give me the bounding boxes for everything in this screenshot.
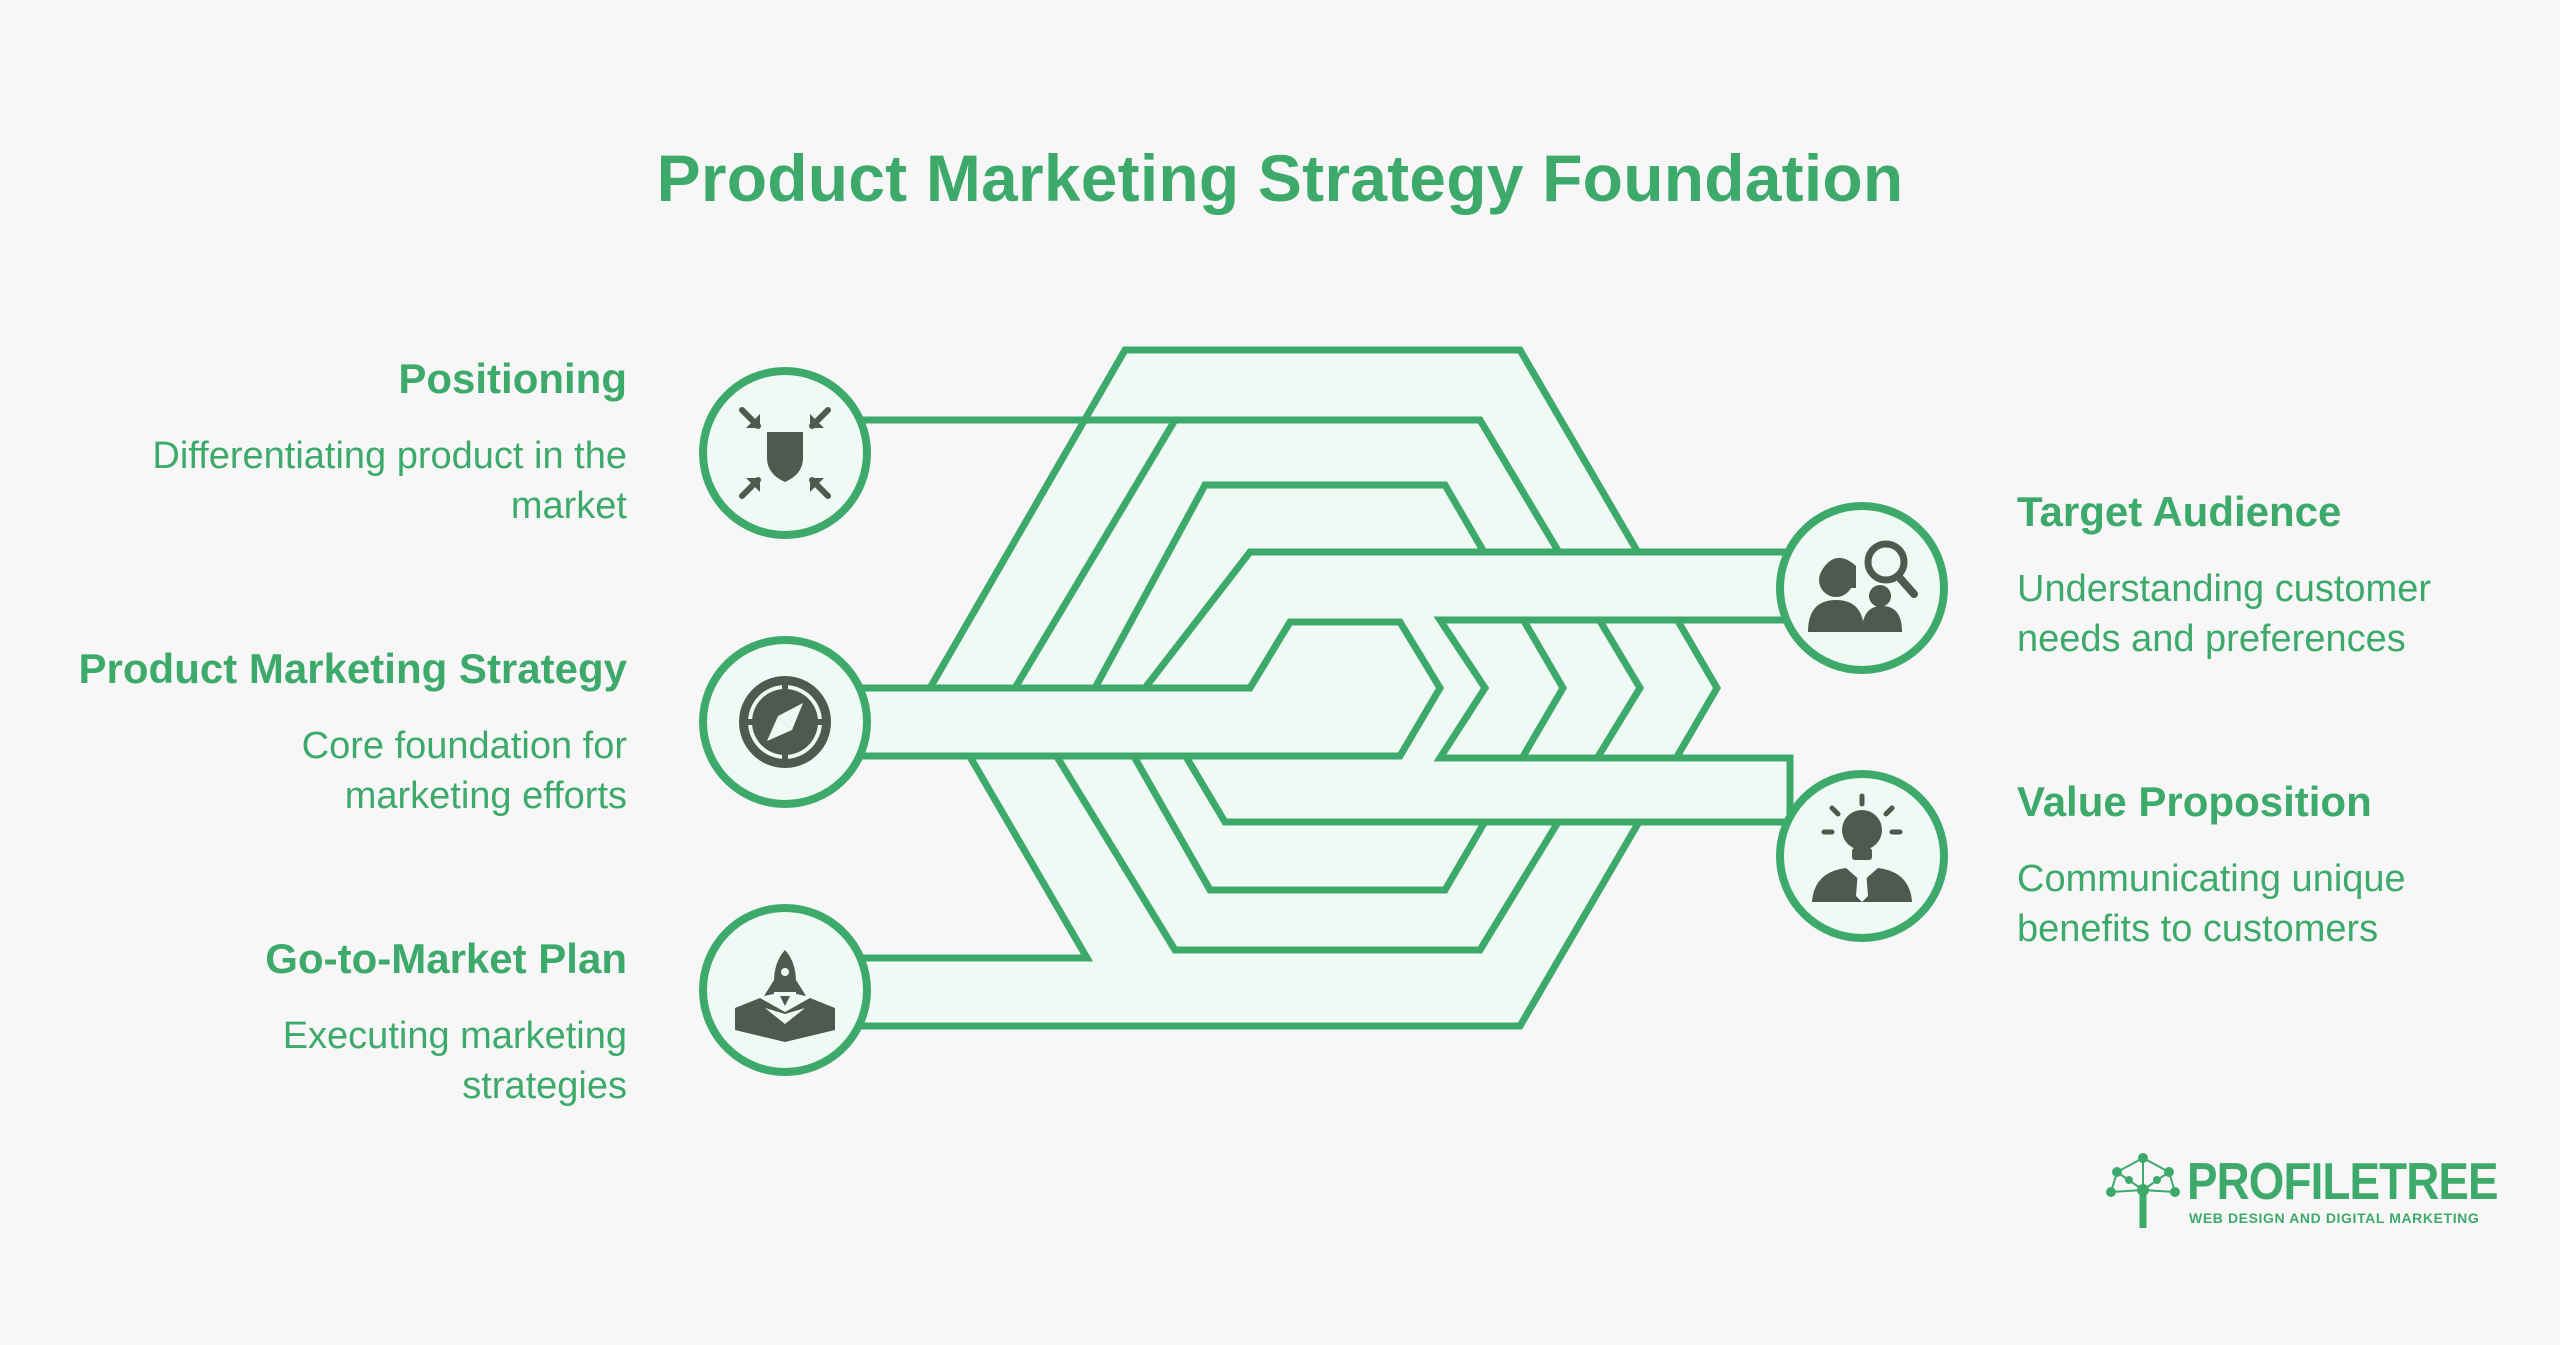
desc-line: Communicating unique <box>2017 858 2406 900</box>
desc-line: Executing marketing <box>282 1015 627 1057</box>
desc-line: strategies <box>462 1065 627 1107</box>
shield-arrows-icon <box>739 407 831 499</box>
item-description: Executing marketing strategies <box>0 1011 627 1111</box>
item-heading: Product Marketing Strategy <box>78 645 627 692</box>
compass-icon <box>739 676 831 768</box>
logo-word-profile: PROFILE <box>2187 1153 2380 1211</box>
audience-search-icon <box>1808 540 1918 632</box>
logo-tagline: WEB DESIGN AND DIGITAL MARKETING <box>2189 1210 2480 1226</box>
rocket-launch-icon <box>735 950 835 1042</box>
item-description: Differentiating product in the market <box>0 431 627 531</box>
item-heading: Target Audience <box>2017 488 2342 535</box>
item-heading: Go-to-Market Plan <box>265 935 627 982</box>
item-target-audience: Target Audience Understanding customer n… <box>2017 488 2537 664</box>
circle-audience <box>1776 502 1948 674</box>
desc-line: Understanding customer <box>2017 568 2431 610</box>
item-description: Core foundation for marketing efforts <box>0 721 627 821</box>
logo-wordmark: PROFILETREE <box>2187 1152 2499 1212</box>
item-description: Communicating unique benefits to custome… <box>2017 854 2537 954</box>
desc-line: market <box>510 485 627 527</box>
item-positioning: Positioning Differentiating product in t… <box>0 355 627 531</box>
item-heading: Positioning <box>398 355 627 402</box>
item-value-proposition: Value Proposition Communicating unique b… <box>2017 778 2537 954</box>
desc-line: Differentiating product in the <box>152 435 627 477</box>
item-product-marketing-strategy: Product Marketing Strategy Core foundati… <box>0 645 627 821</box>
logo-word-tree: TREE <box>2379 1153 2498 1211</box>
desc-line: Core foundation for <box>301 725 627 767</box>
item-go-to-market: Go-to-Market Plan Executing marketing st… <box>0 935 627 1111</box>
item-description: Understanding customer needs and prefere… <box>2017 564 2537 664</box>
lightbulb-person-icon <box>1812 793 1912 902</box>
profiletree-logo[interactable]: PROFILETREE WEB DESIGN AND DIGITAL MARKE… <box>2103 1150 2499 1230</box>
item-heading: Value Proposition <box>2017 778 2372 825</box>
desc-line: benefits to customers <box>2017 908 2379 950</box>
tree-logo-icon <box>2106 1153 2180 1228</box>
desc-line: needs and preferences <box>2017 618 2406 660</box>
band-center <box>816 618 1445 760</box>
diagram-title: Product Marketing Strategy Foundation <box>656 141 1904 215</box>
desc-line: marketing efforts <box>344 775 627 817</box>
